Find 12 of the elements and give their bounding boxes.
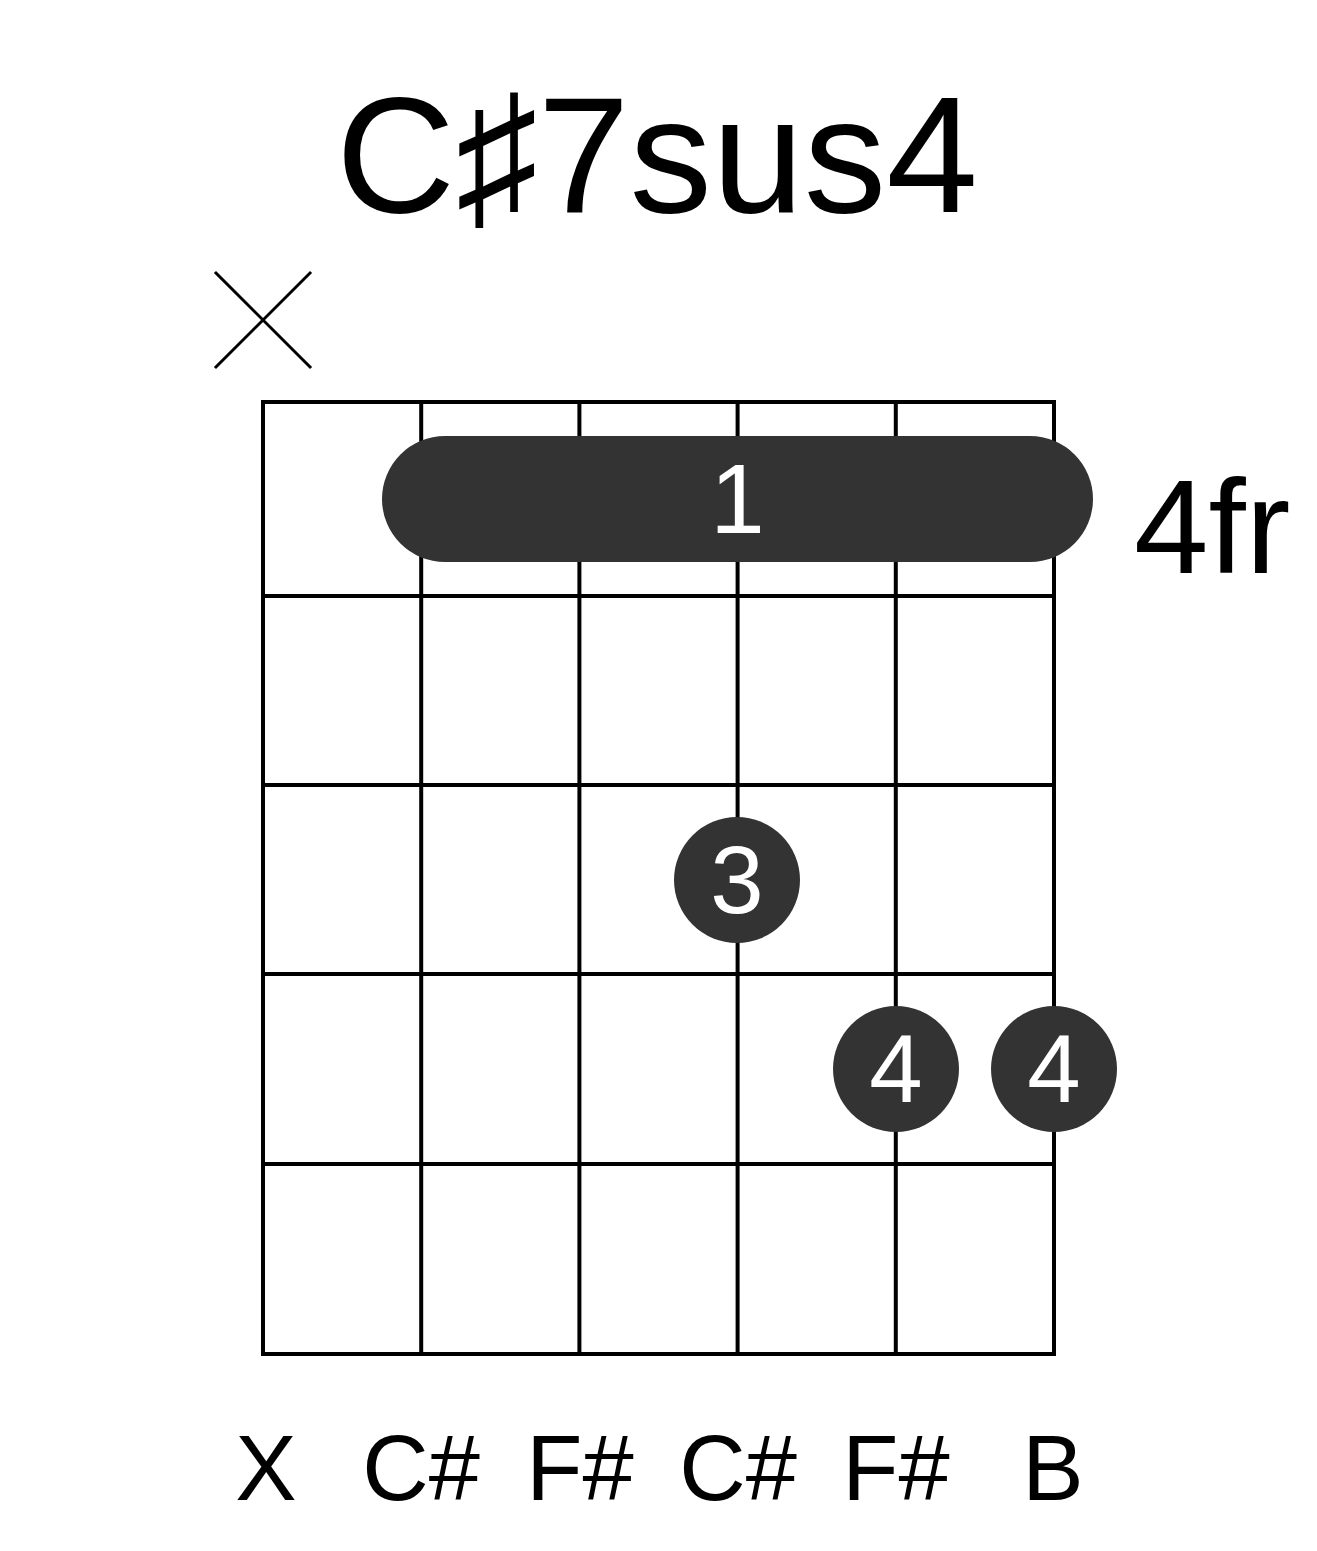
- chord-title: C♯7sus4: [336, 73, 978, 238]
- finger-barre: 1: [382, 436, 1093, 562]
- finger-dot: 4: [833, 1006, 959, 1132]
- fret-number-label: 4fr: [1134, 460, 1291, 594]
- string-note-label: X: [235, 1422, 297, 1514]
- string-note-label: F#: [526, 1422, 634, 1514]
- string-note-label: B: [1022, 1422, 1084, 1514]
- string-note-label: F#: [842, 1422, 950, 1514]
- string-note-label: C#: [362, 1422, 480, 1514]
- string-note-label: C#: [679, 1422, 797, 1514]
- finger-dot: 4: [991, 1006, 1117, 1132]
- finger-dot: 3: [674, 817, 800, 943]
